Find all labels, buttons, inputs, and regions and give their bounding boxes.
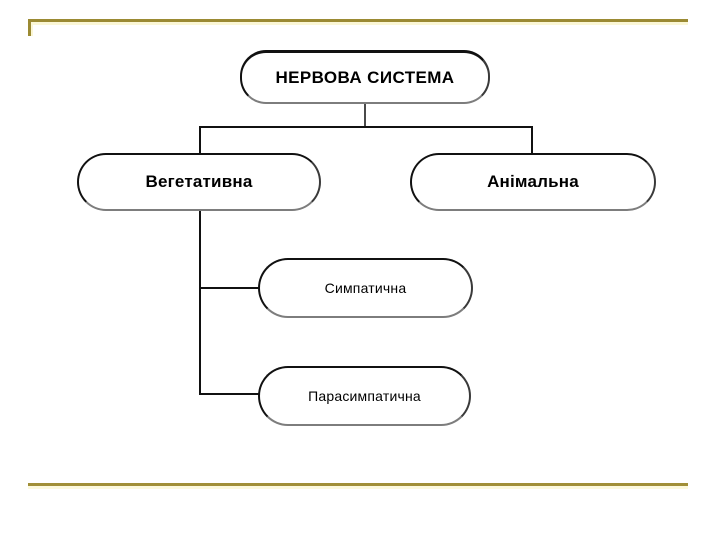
top-frame-rule-highlight xyxy=(28,22,688,25)
top-frame-rule xyxy=(28,19,688,22)
node-sympathetic[interactable]: Симпатична xyxy=(258,258,473,318)
connector-root-stem xyxy=(364,104,366,128)
connector-branch-to-sympathetic xyxy=(199,287,260,289)
top-frame-corner-stub-highlight xyxy=(31,22,33,36)
top-frame-corner-stub xyxy=(28,19,31,36)
connector-branch-to-parasympathetic xyxy=(199,393,260,395)
node-parasympathetic[interactable]: Парасимпатична xyxy=(258,366,471,426)
connector-vegetative-spine xyxy=(199,211,201,395)
bottom-frame-rule xyxy=(28,483,688,486)
node-animal[interactable]: Анімальна xyxy=(410,153,656,211)
node-nervous-system[interactable]: НЕРВОВА СИСТЕМА xyxy=(240,50,490,104)
connector-drop-to-vegetative xyxy=(199,126,201,154)
connector-split-bar xyxy=(199,126,533,128)
connector-drop-to-animal xyxy=(531,126,533,156)
node-vegetative[interactable]: Вегетативна xyxy=(77,153,321,211)
bottom-frame-rule-highlight xyxy=(28,486,688,489)
